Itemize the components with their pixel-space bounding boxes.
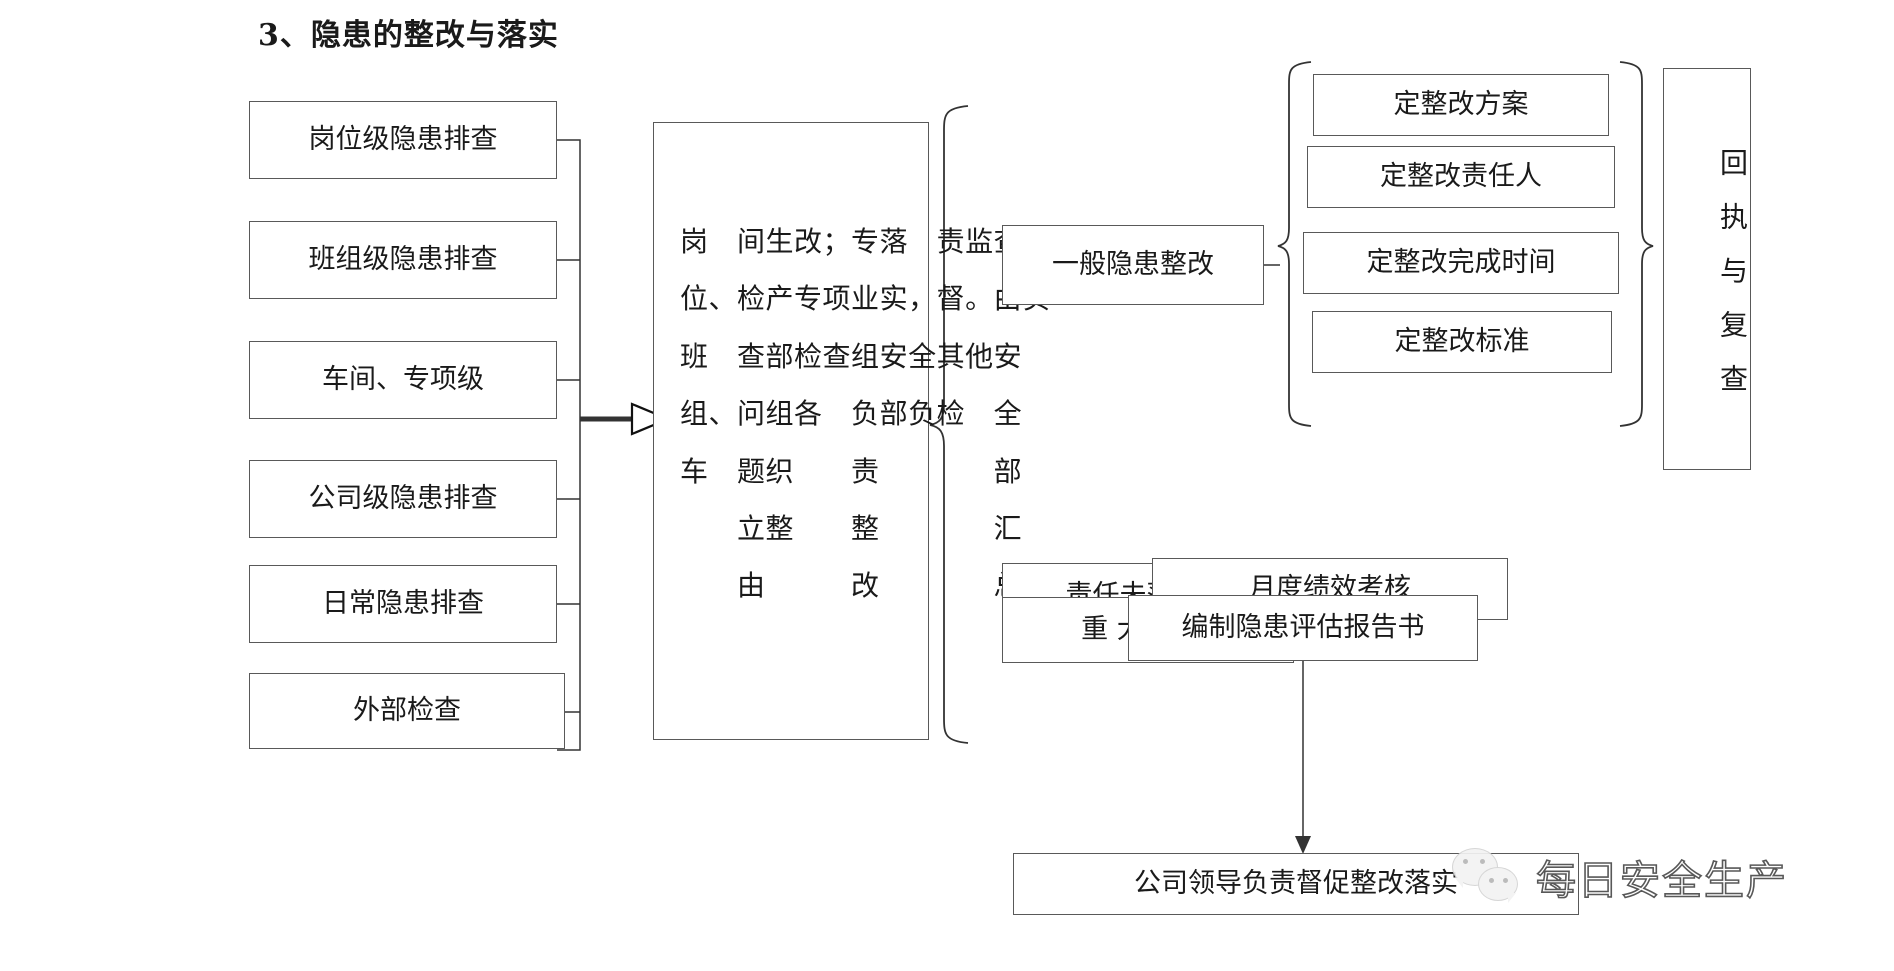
center-line-4: 改；专项检查各 <box>794 225 852 431</box>
node-label: 公司领导负责督促整改落实 <box>1134 868 1458 900</box>
watermark-text: 每日安全生产 <box>1535 857 1788 905</box>
node-label: 公司级隐患排查 <box>308 483 498 515</box>
branch-node-general-rectification[interactable]: 一般隐患整改 <box>1002 225 1264 305</box>
arrow-report-to-leader <box>1295 661 1311 854</box>
page-title: 3、隐患的整改与落实 <box>258 18 559 53</box>
left-node-post-level[interactable]: 岗位级隐患排查 <box>249 101 557 179</box>
node-label: 编制隐患评估报告书 <box>1181 612 1425 644</box>
left-collector-lines <box>557 139 581 751</box>
spec-node-plan[interactable]: 定整改方案 <box>1313 74 1609 136</box>
node-label: 岗位级隐患排查 <box>308 124 498 156</box>
center-line-6: 落实，安全部负 <box>879 225 937 431</box>
center-line-1: 岗位、班组、车 <box>680 225 738 488</box>
node-label: 定整改完成时间 <box>1366 247 1556 279</box>
general-spec-brace-right <box>1619 61 1654 427</box>
watermark: 每日安全生产 <box>1452 848 1788 906</box>
spec-node-responsible-person[interactable]: 定整改责任人 <box>1307 146 1615 208</box>
left-node-external[interactable]: 外部检查 <box>249 673 565 749</box>
node-label: 车间、专项级 <box>322 364 484 396</box>
center-line-2: 间检查问题立由 <box>737 225 766 603</box>
center-line-7: 责监督。其他检 <box>936 225 994 431</box>
node-label: 一般隐患整改 <box>1052 249 1214 281</box>
node-label: 定整改责任人 <box>1380 161 1542 193</box>
center-line-3: 生产部组织整 <box>765 225 795 545</box>
node-label: 定整改方案 <box>1393 89 1529 121</box>
center-line-5: 专业组负责整改 <box>851 225 880 603</box>
left-node-company-level[interactable]: 公司级隐患排查 <box>249 460 557 538</box>
outcome-node-hazard-assessment-report[interactable]: 编制隐患评估报告书 <box>1128 595 1478 661</box>
center-process-box[interactable]: 岗位、班组、车 间检查问题立由 生产部组织整 改；专项检查各 专业组负责整改 落… <box>653 122 1050 740</box>
node-label: 班组级隐患排查 <box>308 244 498 276</box>
node-label: 定整改标准 <box>1394 326 1530 358</box>
node-label: 外部检查 <box>353 695 461 727</box>
node-label: 回执与复查 <box>1716 148 1749 418</box>
left-node-daily[interactable]: 日常隐患排查 <box>249 565 557 643</box>
left-node-team-level[interactable]: 班组级隐患排查 <box>249 221 557 299</box>
node-label: 日常隐患排查 <box>322 588 484 620</box>
spec-node-standard[interactable]: 定整改标准 <box>1312 311 1612 373</box>
receipt-and-review-box[interactable]: 回执与复查 <box>1663 68 1751 470</box>
spec-node-completion-time[interactable]: 定整改完成时间 <box>1303 232 1619 294</box>
left-node-workshop-special-level[interactable]: 车间、专项级 <box>249 341 557 419</box>
wechat-icon <box>1452 848 1526 906</box>
